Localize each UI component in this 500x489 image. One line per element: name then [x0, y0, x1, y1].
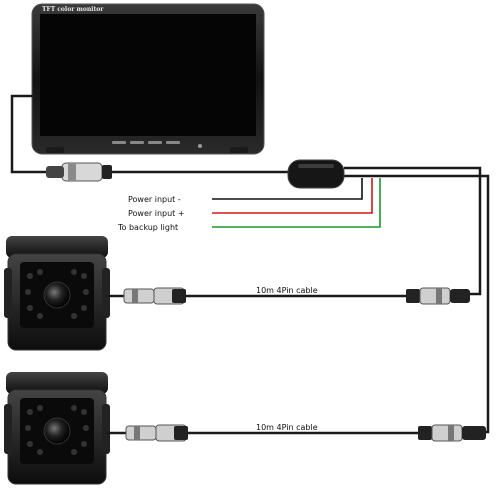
camera1-bracket [4, 268, 12, 318]
monitor-buttons [112, 141, 202, 148]
wire-label-power-negative: Power input - [128, 195, 181, 204]
camera2-ir-led [37, 405, 43, 411]
camera1-ir-led [83, 289, 89, 295]
camera2-connector-left [125, 424, 188, 442]
camera2-ir-led [71, 405, 77, 411]
monitor-power-led [198, 144, 202, 148]
camera2-lens [43, 417, 71, 445]
camera-2 [4, 372, 110, 485]
camera1-visor [6, 236, 108, 258]
camera2-trunk-cable [344, 174, 490, 434]
monitor-button-4 [166, 141, 180, 144]
connector-body [125, 425, 157, 441]
camera2-ir-leds [25, 405, 89, 455]
camera2-ir-led [81, 409, 87, 415]
wire-label-backup-light: To backup light [117, 223, 178, 232]
connector-grip [174, 426, 188, 440]
camera1-ir-led [81, 305, 87, 311]
camera1-cable-label: 10m 4Pin cable [256, 286, 318, 295]
camera2-visor [6, 372, 108, 394]
camera-1 [4, 236, 110, 351]
camera1-ir-led [27, 305, 33, 311]
camera1-ir-led [81, 273, 87, 279]
splitter [287, 159, 345, 189]
camera1-connector-left [123, 287, 186, 305]
camera1-ir-led [71, 313, 77, 319]
camera2-bracket-right [102, 404, 110, 454]
connector-grip [406, 289, 420, 303]
power-wires [212, 178, 381, 228]
connector-grip [418, 426, 432, 440]
wire-red [212, 178, 373, 214]
wire-black [212, 178, 363, 200]
monitor-button-3 [148, 141, 162, 144]
connector-tail [450, 289, 470, 303]
camera1-ir-led [27, 273, 33, 279]
monitor-mount-right [230, 147, 248, 153]
connector-grip [172, 289, 186, 303]
camera1-ir-led [37, 313, 43, 319]
camera1-bracket-right [102, 268, 110, 318]
connector-band [132, 289, 138, 303]
camera2-ir-led [37, 449, 43, 455]
monitor-button-2 [130, 141, 144, 144]
camera2-cable-label: 10m 4Pin cable [256, 423, 318, 432]
camera1-trunk-cable [344, 166, 482, 296]
monitor-connector-grip [102, 165, 112, 179]
connector-body [123, 288, 155, 304]
monitor-connector [46, 162, 112, 182]
camera2-ir-led [81, 441, 87, 447]
camera2-ir-led [25, 425, 31, 431]
cable-layer [10, 94, 490, 435]
camera1-lens [43, 281, 71, 309]
camera2-ir-led [27, 409, 33, 415]
connector-band [134, 426, 140, 440]
monitor-mount-left [46, 147, 64, 153]
camera2-ir-led [27, 441, 33, 447]
wire-label-power-positive: Power input + [128, 209, 185, 218]
connector-body [431, 424, 463, 442]
camera1-ir-led [37, 269, 43, 275]
camera2-bracket [4, 404, 12, 454]
splitter-highlight [298, 164, 334, 168]
camera2-ir-led [71, 449, 77, 455]
camera1-ir-leds [25, 269, 89, 319]
connector-band [448, 425, 454, 441]
camera2-ir-led [83, 425, 89, 431]
monitor-connector-tip [46, 166, 64, 178]
camera1-ir-led [25, 289, 31, 295]
monitor-button-1 [112, 141, 126, 144]
monitor-title: TFT color monitor [42, 6, 104, 13]
connector-band [436, 288, 442, 304]
wire-green [212, 178, 381, 228]
connector-body [419, 287, 451, 305]
camera1-ir-led [71, 269, 77, 275]
monitor-screen [40, 14, 256, 136]
camera1-connector-right [406, 287, 470, 305]
connector-tail [462, 426, 486, 440]
monitor-connector-band [68, 163, 76, 181]
camera2-connector-right [418, 424, 486, 442]
monitor: TFT color monitor [31, 3, 265, 155]
